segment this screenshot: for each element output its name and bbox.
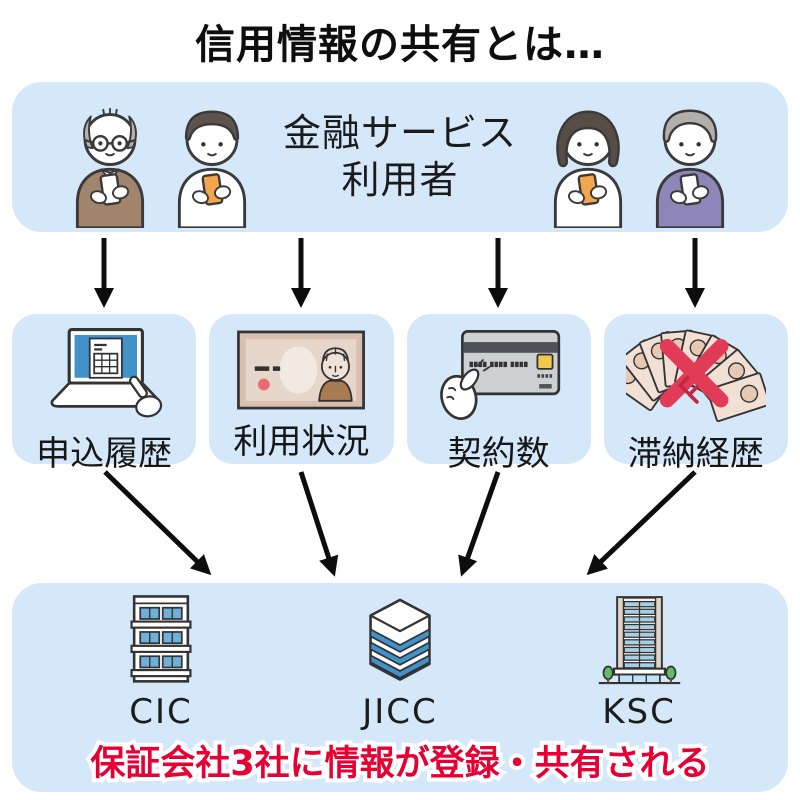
agencies-row: CIC JICC — [12, 583, 788, 732]
agency-label: CIC — [129, 692, 193, 732]
arrows-users-to-items — [94, 238, 705, 308]
item-delinquency-history: 滞納経歴 — [603, 314, 788, 474]
item-application-history: 申込履歴 — [12, 314, 197, 474]
item-label: 申込履歴 — [36, 434, 173, 474]
users-label: 金融サービス 利用者 — [283, 110, 517, 205]
users-box: 金融サービス 利用者 — [12, 82, 788, 232]
item-usage-status: 利用状況 — [209, 314, 394, 464]
agency-jicc: JICC — [315, 593, 485, 732]
elderly-woman-with-phone-icon — [655, 109, 725, 228]
young-man-with-phone-icon — [177, 110, 247, 228]
agency-label: KSC — [602, 692, 676, 732]
agencies-box: CIC JICC — [12, 583, 788, 792]
users-label-line2: 利用者 — [341, 158, 459, 202]
users-label-line1: 金融サービス — [282, 110, 517, 155]
arrows-items-to-agencies — [103, 470, 697, 577]
item-label: 滞納経歴 — [627, 434, 764, 474]
woman-with-phone-icon — [553, 110, 623, 228]
agency-ksc: KSC — [554, 593, 724, 732]
page-title: 信用情報の共有とは… — [195, 22, 605, 68]
stacked-tower-building-icon — [369, 598, 431, 681]
skyscraper-building-icon — [598, 596, 680, 685]
item-contract-count: 契約数 — [406, 314, 591, 474]
elderly-man-with-phone-icon — [75, 107, 145, 228]
agency-cic: CIC — [76, 593, 246, 732]
item-label: 利用状況 — [233, 422, 370, 462]
caption-outline: 保証会社3社に情報が登録・共有される — [86, 740, 713, 788]
apartment-building-icon — [130, 595, 192, 683]
item-label: 契約数 — [447, 434, 550, 474]
overdue-money-cross-icon — [625, 329, 766, 423]
caption: 保証会社3社に情報が登録・共有される 保証会社3社に情報が登録・共有される — [12, 735, 788, 788]
laptop-application-icon — [50, 328, 163, 418]
banknote-icon — [237, 330, 366, 410]
info-items-row: 申込履歴 利用状況 — [12, 314, 788, 474]
caption-text: 保証会社3社に情報が登録・共有される — [90, 744, 710, 784]
agency-label: JICC — [362, 692, 438, 732]
credit-card-icon — [439, 330, 560, 420]
